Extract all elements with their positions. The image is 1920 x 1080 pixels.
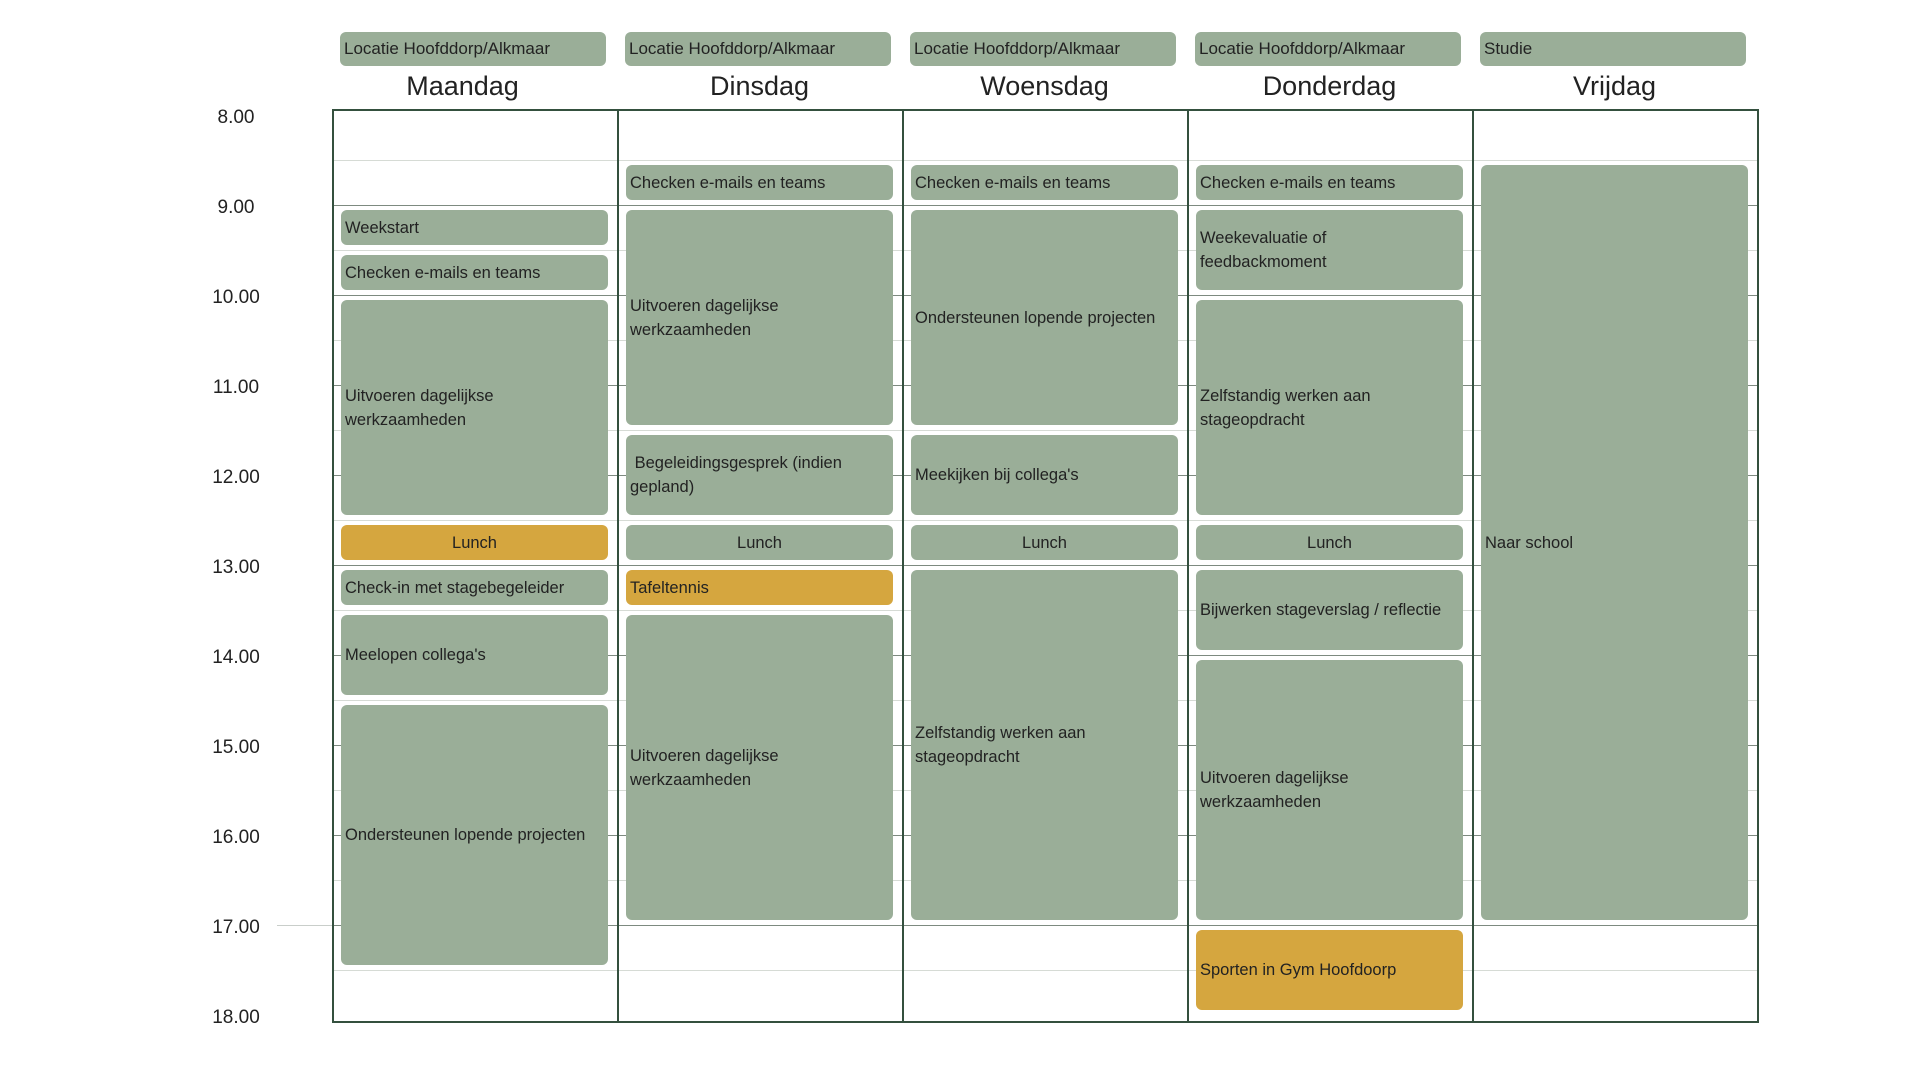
event-title-line: werkzaamheden [345, 410, 467, 429]
time-label: 12.00 [212, 467, 260, 488]
event-title-line: werkzaamheden [630, 770, 752, 789]
time-label: 8.00 [217, 107, 255, 128]
event-title-line: werkzaamheden [630, 320, 752, 339]
event-title-line: Lunch [1307, 533, 1352, 552]
time-label: 17.00 [212, 917, 260, 938]
event-block: Sporten in Gym Hoofdoorp [1196, 930, 1463, 1010]
event-block: Begeleidingsgesprek (indien gepland) [626, 435, 893, 515]
event-block: Checken e-mails en teams [341, 255, 608, 290]
event-block: Lunch [341, 525, 608, 560]
event-title-line: Naar school [1485, 533, 1574, 552]
day-header-woensdag: Woensdag [980, 71, 1109, 101]
event-block: Checken e-mails en teams [626, 165, 893, 200]
location-tag-maandag: Locatie Hoofddorp/Alkmaar [340, 32, 606, 66]
event-title-line: Ondersteunen lopende projecten [915, 308, 1156, 327]
event-block: Check-in met stagebegeleider [341, 570, 608, 605]
event-block: Meekijken bij collega's [911, 435, 1178, 515]
event-title-line: Uitvoeren dagelijkse [630, 296, 779, 315]
time-label: 14.00 [212, 647, 260, 668]
time-label: 10.00 [212, 287, 260, 308]
event-title-line: Lunch [452, 533, 497, 552]
event-block: Weekevaluatie of feedbackmoment [1196, 210, 1463, 290]
event-title-line: Meelopen collega's [345, 646, 486, 664]
event-block: Meelopen collega's [341, 615, 608, 695]
event-block: Uitvoeren dagelijkse werkzaamheden [626, 210, 893, 425]
event-block: Zelfstandig werken aan stageopdracht [1196, 300, 1463, 515]
event-block: Bijwerken stageverslag / reflectie [1196, 570, 1463, 650]
event-title-line: Meekijken bij collega's [915, 466, 1079, 484]
event-title-line: gepland) [630, 478, 695, 496]
day-header-maandag: Maandag [406, 71, 519, 101]
event-title-line: Checken e-mails en teams [345, 263, 541, 282]
location-tag-donderdag: Locatie Hoofddorp/Alkmaar [1195, 32, 1461, 66]
event-title-line: Checken e-mails en teams [915, 173, 1111, 192]
event-title-line: Uitvoeren dagelijkse [630, 746, 779, 765]
day-header-donderdag: Donderdag [1262, 71, 1397, 101]
event-title-line: Lunch [1022, 533, 1067, 552]
event-title-line: Zelfstandig werken aan [915, 724, 1086, 742]
hour-line [334, 205, 1757, 206]
event-block: Lunch [911, 525, 1178, 560]
hour-line-extension [277, 925, 332, 926]
event-title-line: Check-in met stagebegeleider [345, 578, 565, 597]
day-header-vrijdag: Vrijdag [1572, 71, 1657, 101]
column-divider [1187, 109, 1189, 1023]
event-title-line: Uitvoeren dagelijkse [345, 386, 494, 405]
half-hour-line [334, 160, 1757, 161]
schedule-grid [332, 109, 1759, 1023]
event-block: Zelfstandig werken aan stageopdracht [911, 570, 1178, 920]
time-label: 18.00 [212, 1007, 260, 1028]
event-block: Checken e-mails en teams [911, 165, 1178, 200]
time-label: 13.00 [212, 557, 260, 578]
event-block: Weekstart [341, 210, 608, 245]
event-title-line: Uitvoeren dagelijkse [1200, 769, 1349, 787]
column-divider [1472, 109, 1474, 1023]
half-hour-line [334, 520, 1757, 521]
half-hour-line [334, 430, 1757, 431]
event-title-line: Weekevaluatie of [1200, 229, 1327, 247]
event-title-line: Lunch [737, 533, 782, 552]
event-block: Uitvoeren dagelijkse werkzaamheden [341, 300, 608, 515]
event-title-line: Tafeltennis [630, 578, 709, 597]
day-header-dinsdag: Dinsdag [709, 71, 810, 101]
event-block: Uitvoeren dagelijkse werkzaamheden [1196, 660, 1463, 920]
half-hour-line [334, 970, 1757, 971]
event-title-line: Begeleidingsgesprek (indien [630, 454, 842, 472]
event-block: Naar school [1481, 165, 1748, 920]
column-divider [902, 109, 904, 1023]
event-title-line: stageopdracht [1200, 410, 1305, 429]
event-title-line: werkzaamheden [1200, 793, 1322, 811]
time-label: 15.00 [212, 737, 260, 758]
event-title-line: Bijwerken stageverslag / reflectie [1200, 601, 1442, 619]
event-block: Lunch [626, 525, 893, 560]
event-title-line: Weekstart [345, 218, 419, 237]
location-tag-vrijdag: Studie [1480, 32, 1746, 66]
event-title-line: Sporten in Gym Hoofdoorp [1200, 961, 1397, 979]
event-title-line: feedbackmoment [1200, 253, 1327, 271]
event-block: Ondersteunen lopende projecten [341, 705, 608, 965]
time-label: 16.00 [212, 827, 260, 848]
event-block: Ondersteunen lopende projecten [911, 210, 1178, 425]
column-divider [617, 109, 619, 1023]
event-title-line: Checken e-mails en teams [630, 173, 826, 192]
event-block: Lunch [1196, 525, 1463, 560]
hour-line [334, 565, 1757, 566]
event-block: Tafeltennis [626, 570, 893, 605]
event-block: Checken e-mails en teams [1196, 165, 1463, 200]
location-tag-woensdag: Locatie Hoofddorp/Alkmaar [910, 32, 1176, 66]
event-block: Uitvoeren dagelijkse werkzaamheden [626, 615, 893, 920]
time-label: 9.00 [217, 197, 255, 218]
hour-line [334, 925, 1757, 926]
event-title-line: Zelfstandig werken aan [1200, 386, 1371, 405]
event-title-line: stageopdracht [915, 748, 1020, 766]
time-label: 11.00 [212, 377, 260, 398]
location-tag-dinsdag: Locatie Hoofddorp/Alkmaar [625, 32, 891, 66]
event-title-line: Checken e-mails en teams [1200, 173, 1396, 192]
event-title-line: Ondersteunen lopende projecten [345, 826, 586, 844]
